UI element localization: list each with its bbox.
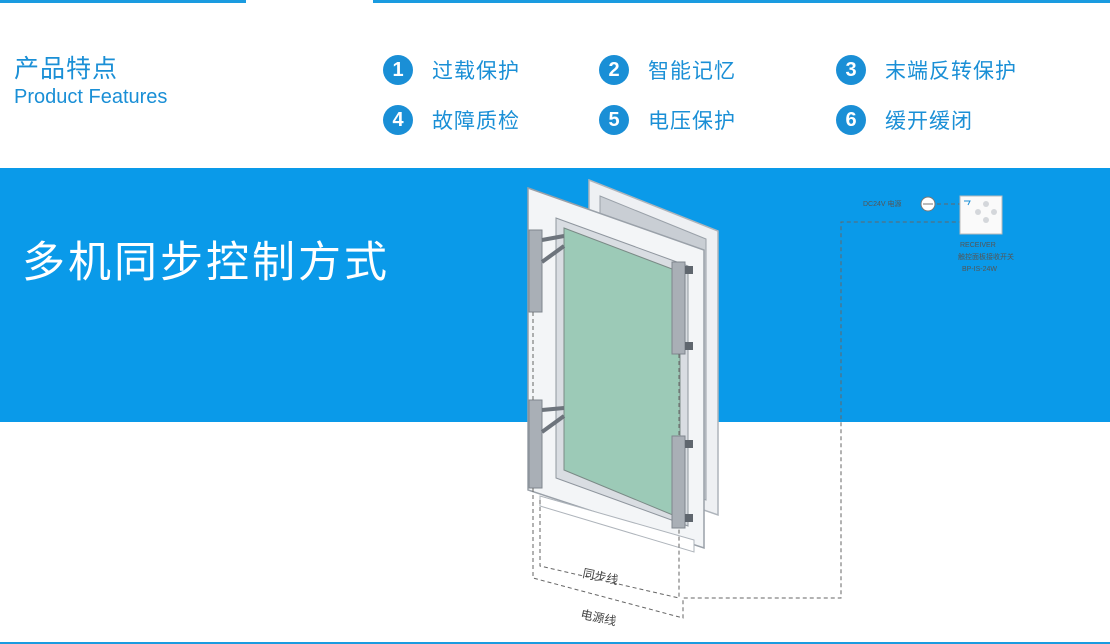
feature-label: 缓开缓闭 [885, 109, 973, 133]
top-accent-line-left [0, 0, 246, 3]
feature-item-5: 5 电压保护 [599, 104, 736, 136]
sync-line-label: 同步线 [581, 566, 619, 587]
feature-item-2: 2 智能记忆 [599, 54, 736, 86]
receiver-desc: 触控面板接收开关 [958, 252, 1014, 261]
bottom-accent-line [0, 642, 1110, 644]
features-title-zh: 产品特点 [14, 54, 119, 83]
top-accent-line-right [373, 0, 1110, 3]
window-sash [527, 186, 705, 550]
band-title: 多机同步控制方式 [22, 238, 390, 288]
feature-item-1: 1 过载保护 [383, 54, 520, 86]
number-badge-icon: 5 [599, 105, 629, 135]
feature-label: 电压保护 [648, 109, 736, 133]
feature-label: 智能记忆 [648, 59, 736, 83]
number-badge-icon: 4 [383, 105, 413, 135]
number-badge-icon: 6 [836, 105, 866, 135]
number-badge-icon: 2 [599, 55, 629, 85]
wiring [532, 203, 960, 619]
power-line-label: 电源线 [579, 607, 617, 628]
receiver-label: RECEIVER [960, 242, 996, 249]
number-badge-icon: 1 [383, 55, 413, 85]
features-title-en: Product Features [14, 86, 168, 108]
feature-label: 过载保护 [432, 59, 520, 83]
right-actuators [671, 261, 693, 529]
feature-item-6: 6 缓开缓闭 [836, 104, 973, 136]
features-heading: 产品特点 Product Features [14, 54, 167, 110]
feature-item-3: 3 末端反转保护 [836, 54, 1017, 86]
power-supply-label: DC24V 电源 [863, 199, 902, 208]
receiver-model: BP-IS-24W [962, 266, 997, 273]
left-actuators [528, 229, 566, 489]
feature-label: 末端反转保护 [885, 59, 1017, 83]
number-badge-icon: 3 [836, 55, 866, 85]
feature-item-4: 4 故障质检 [383, 104, 520, 136]
feature-label: 故障质检 [432, 109, 520, 133]
receiver-box [959, 195, 1003, 235]
